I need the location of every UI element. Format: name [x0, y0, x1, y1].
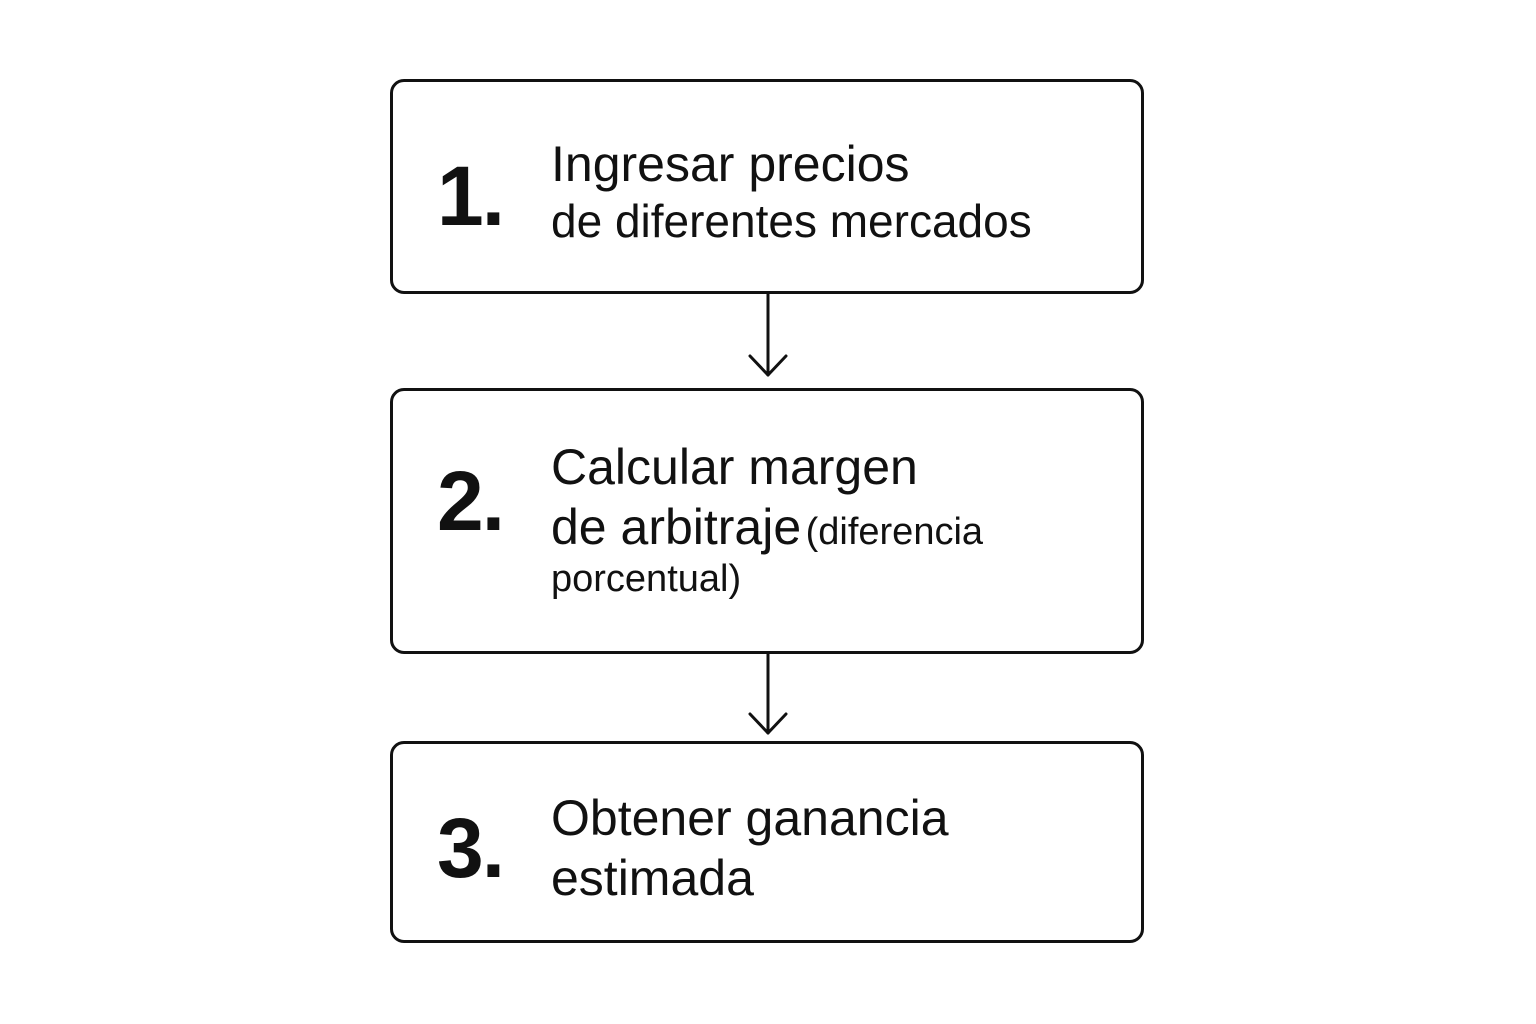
step-1-box: 1. Ingresar precios de diferentes mercad…	[390, 79, 1144, 294]
step-3-number: 3.	[437, 801, 505, 895]
step-3-text: Obtener ganancia estimada	[551, 788, 1111, 908]
step-3-line-2: estimada	[551, 850, 754, 906]
step-3-line-1: Obtener ganancia	[551, 790, 949, 846]
step-2-text: Calcular margen de arbitraje (diferencia…	[551, 437, 1111, 603]
step-2-number: 2.	[437, 454, 505, 548]
step-1-text: Ingresar precios de diferentes mercados	[551, 134, 1111, 249]
step-2-line-3: porcentual)	[551, 558, 742, 600]
step-1-line-1: Ingresar precios	[551, 136, 910, 192]
step-2-line-1: Calcular margen	[551, 439, 918, 495]
step-2-box: 2. Calcular margen de arbitraje (diferen…	[390, 388, 1144, 654]
step-2-line-2-main: de arbitraje	[551, 499, 802, 555]
step-3-box: 3. Obtener ganancia estimada	[390, 741, 1144, 943]
arrow-step-1-to-2	[748, 292, 788, 377]
arrow-step-2-to-3	[748, 652, 788, 735]
step-1-number: 1.	[437, 149, 505, 243]
step-2-line-2-paren: (diferencia	[805, 511, 984, 553]
step-1-line-2: de diferentes mercados	[551, 195, 1032, 247]
